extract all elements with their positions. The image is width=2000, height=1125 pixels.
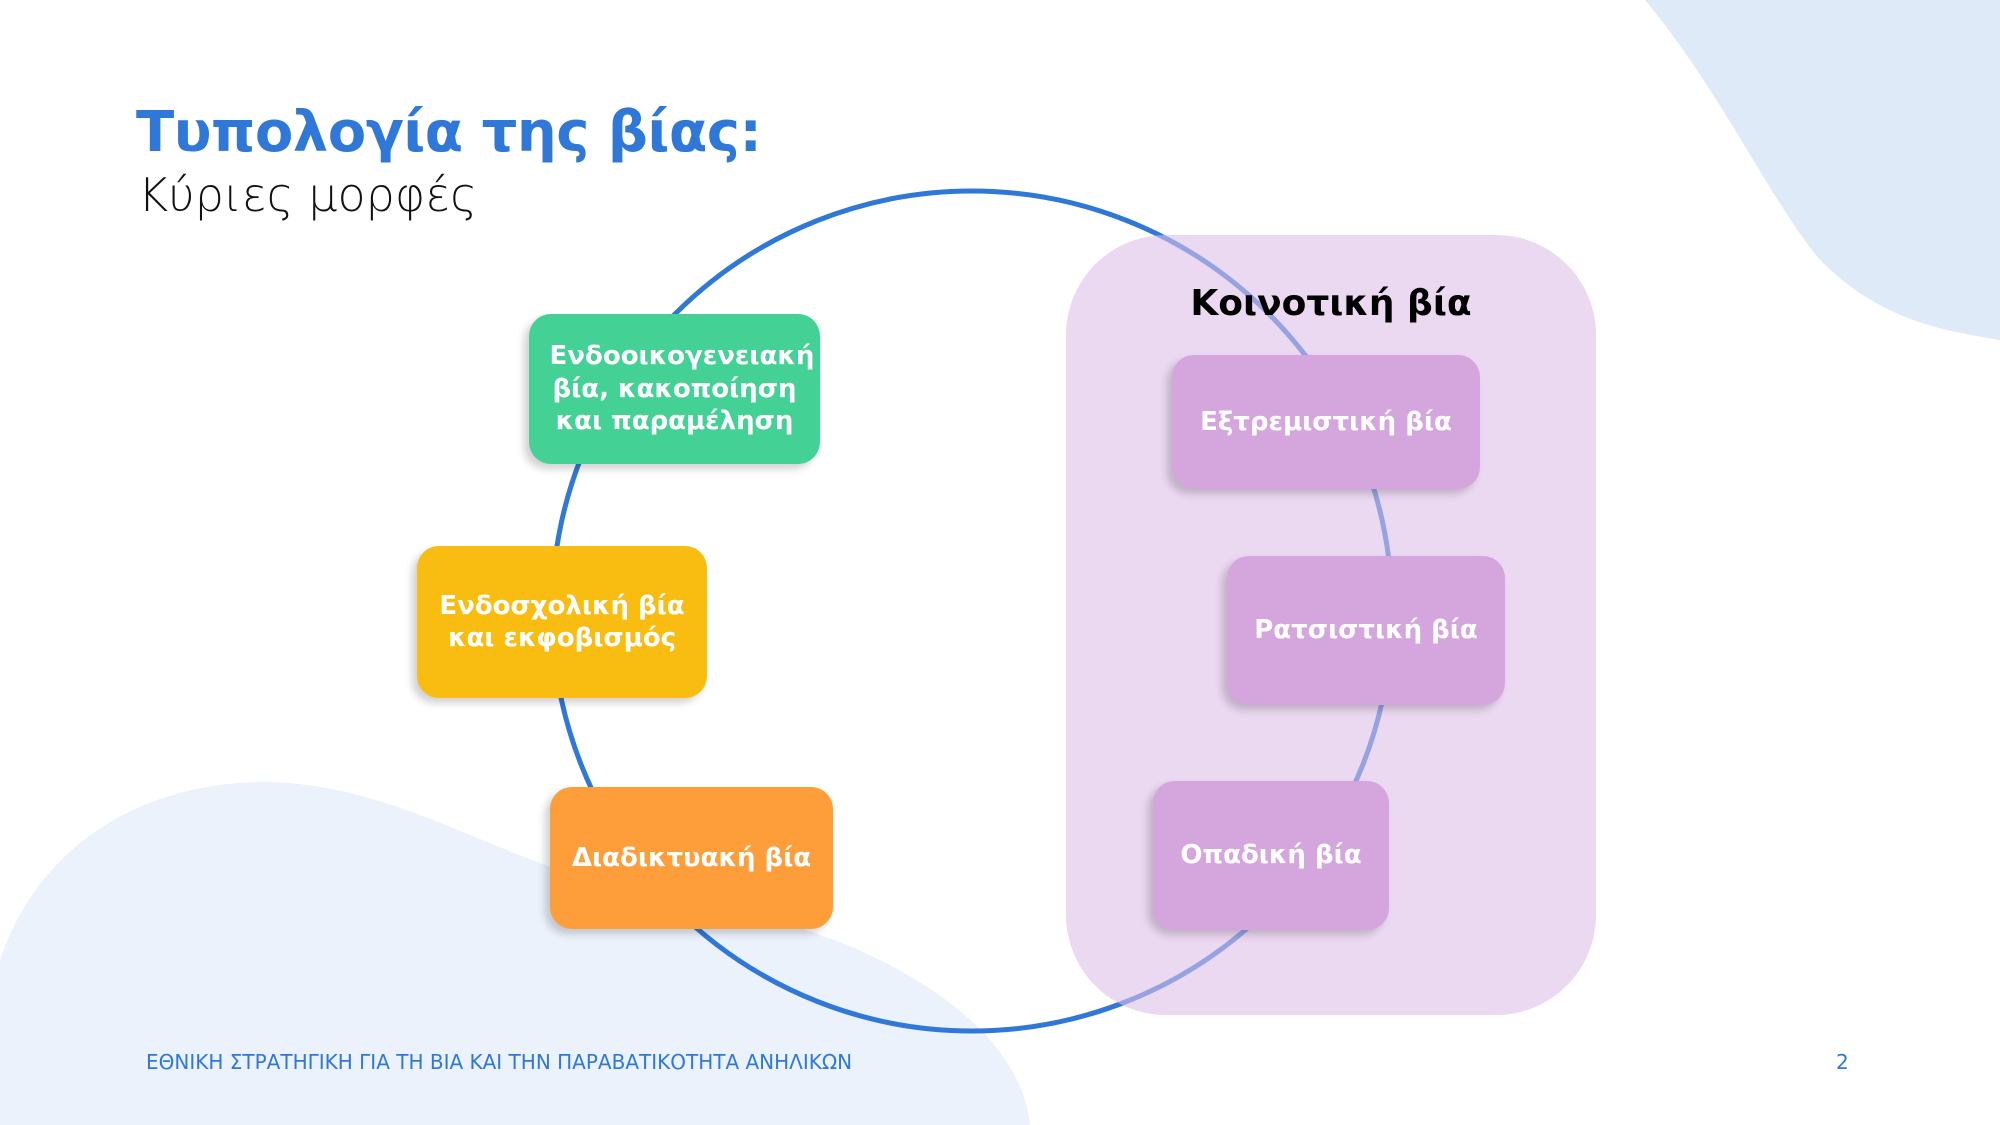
slide-title: Τυπολογία της βίας: [136,100,762,165]
school-violence-box: Ενδοσχολική βία και εκφοβισμός [417,546,707,698]
community-violence-title: Κοινοτική βία [1190,283,1472,324]
racist-violence-label: Ρατσιστική βία [1254,615,1478,646]
online-violence-box: Διαδικτυακή βία [550,787,833,929]
footer-text: ΕΘΝΙΚΗ ΣΤΡΑΤΗΓΙΚΗ ΓΙΑ ΤΗ ΒΙΑ ΚΑΙ ΤΗΝ ΠΑΡ… [146,1050,853,1074]
domestic-violence-box: Ενδοοικογενειακή βία, κακοποίηση και παρ… [529,314,820,464]
school-violence-label: Ενδοσχολική βία και εκφοβισμός [439,590,685,654]
extremist-violence-box: Εξτρεμιστική βία [1172,355,1480,489]
extremist-violence-label: Εξτρεμιστική βία [1200,406,1452,437]
fan-violence-label: Οπαδική βία [1180,840,1362,871]
fan-violence-box: Οπαδική βία [1153,781,1389,930]
slide-subtitle: Κύριες μορφές [138,168,478,222]
page-number: 2 [1836,1050,1849,1074]
top-right-blob [1645,0,2000,340]
domestic-violence-label: Ενδοοικογενειακή βία, κακοποίηση και παρ… [549,341,815,437]
racist-violence-box: Ρατσιστική βία [1227,556,1505,705]
bottom-left-blob [0,781,1030,1125]
online-violence-label: Διαδικτυακή βία [571,842,812,873]
